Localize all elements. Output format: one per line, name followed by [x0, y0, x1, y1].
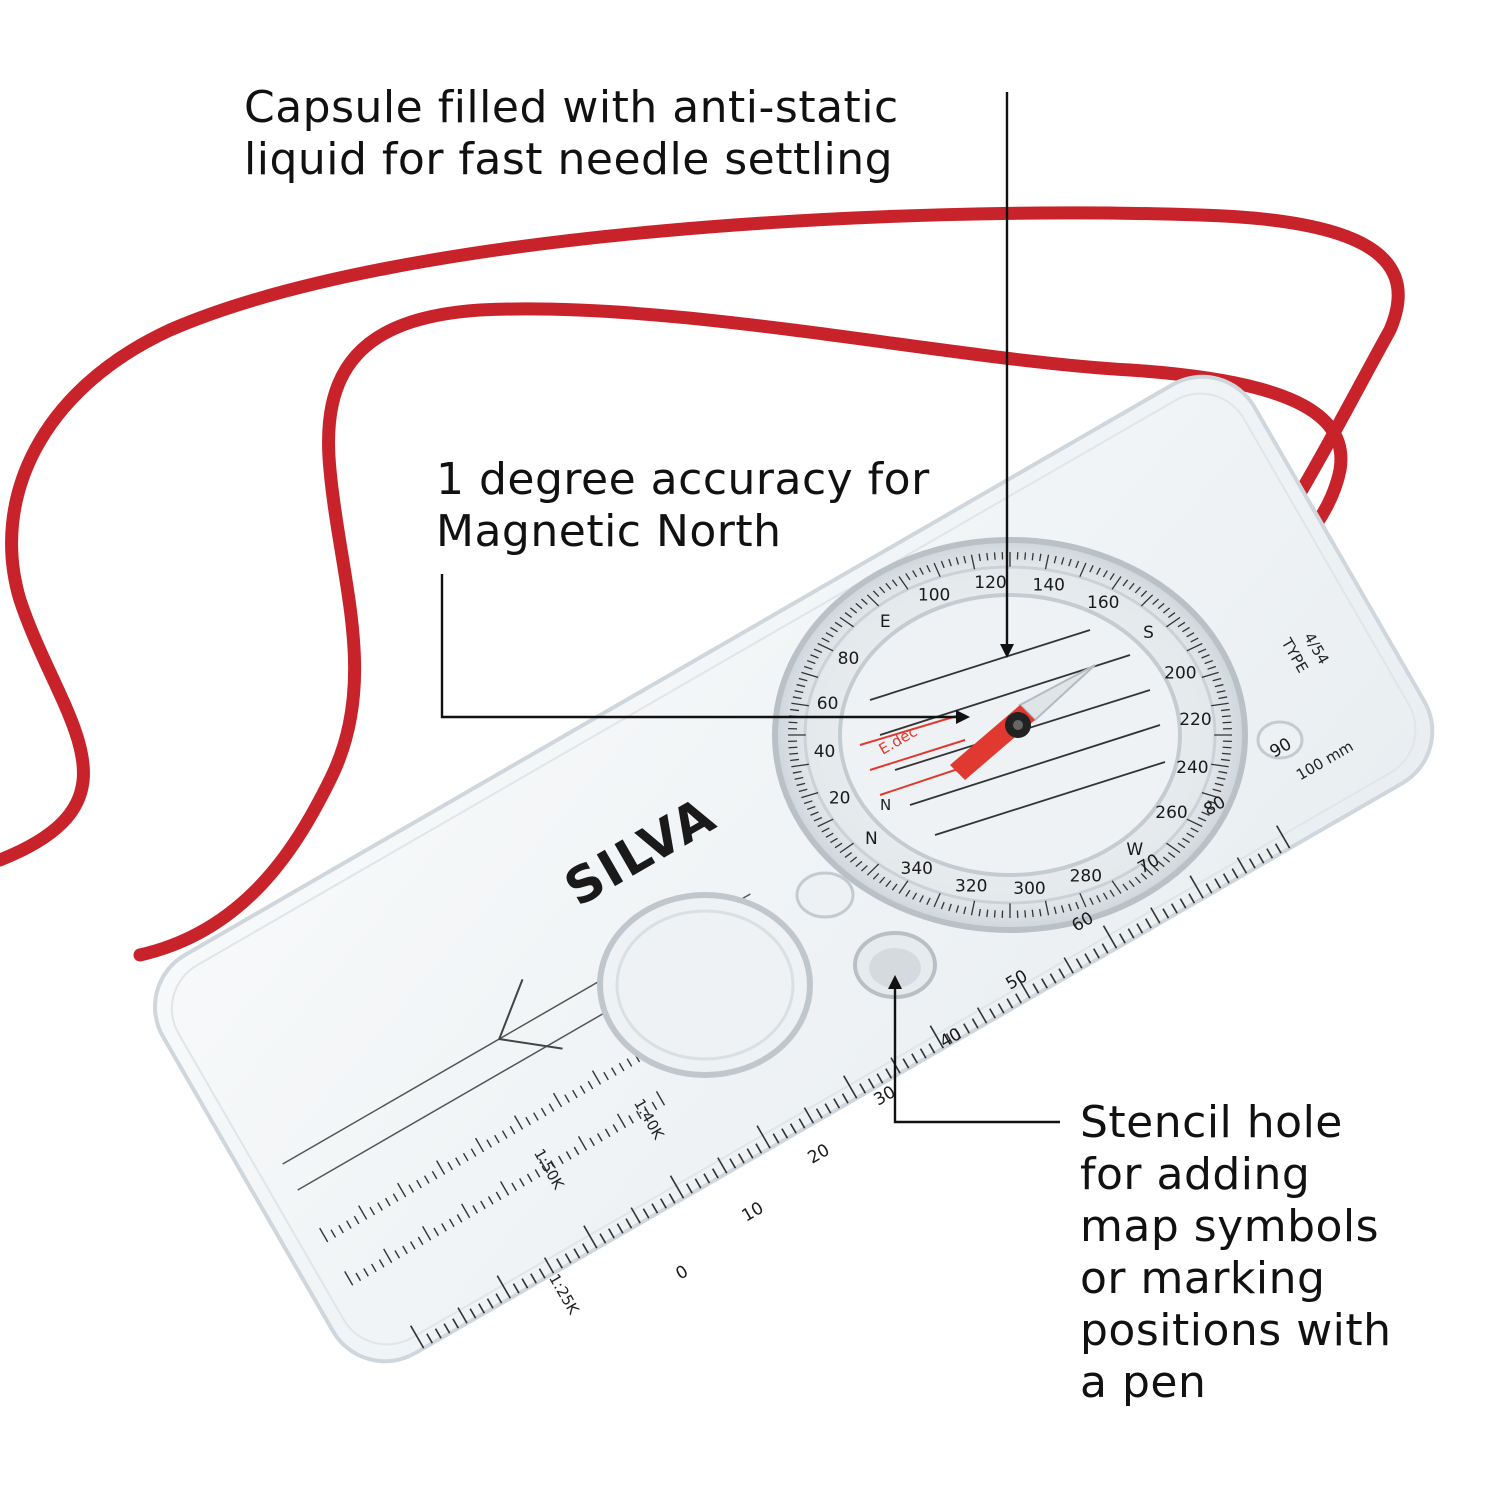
magnifier-icon [597, 892, 813, 1078]
bezel-number: 140 [1033, 576, 1065, 596]
callout-stencil-hole: Stencil hole for adding map symbols or m… [1080, 1097, 1392, 1409]
callout-line: liquid for fast needle settling [244, 134, 894, 185]
bezel-number: 240 [1176, 758, 1208, 778]
bezel-number: E [880, 612, 891, 632]
bezel-number: N [865, 829, 878, 849]
bezel-number: 320 [955, 876, 987, 896]
ruler-number: 20 [805, 1140, 834, 1168]
bezel-number: 160 [1087, 593, 1119, 613]
callout-line: 1 degree accuracy for [436, 454, 930, 505]
stencil-hole-icon [853, 931, 937, 999]
bezel-number: 280 [1070, 866, 1102, 886]
bezel-number: 120 [974, 573, 1006, 593]
leader-lines [440, 92, 1060, 1124]
bezel-number: 40 [814, 742, 836, 762]
callout-line: positions with [1080, 1305, 1392, 1356]
bezel-number: 300 [1013, 879, 1045, 899]
callout-accuracy: 1 degree accuracy for Magnetic North [436, 454, 930, 558]
callout-line: Stencil hole [1080, 1097, 1343, 1148]
bezel-number: 200 [1164, 663, 1196, 683]
callout-line: map symbols [1080, 1201, 1380, 1252]
bezel-number: 260 [1155, 803, 1187, 823]
callout-line: Magnetic North [436, 506, 782, 557]
ruler-number: 0 [673, 1262, 692, 1285]
callout-line: for adding [1080, 1149, 1311, 1200]
callout-line: Capsule filled with anti-static [244, 82, 899, 133]
callout-line: or marking [1080, 1253, 1326, 1304]
bezel-number: S [1143, 623, 1154, 643]
scale-label-1: 1:25K [545, 1271, 583, 1319]
bezel-number: 80 [838, 649, 860, 669]
bezel-number: 20 [829, 789, 851, 809]
bezel-number: 100 [918, 586, 950, 606]
callout-capsule: Capsule filled with anti-static liquid f… [244, 82, 899, 186]
ruler-number: 10 [739, 1198, 768, 1226]
bezel-number: W [1126, 840, 1143, 860]
callout-line: a pen [1080, 1357, 1207, 1408]
bezel-number: 60 [817, 694, 839, 714]
needle-north-label: N [880, 796, 891, 814]
bezel-number: 340 [901, 859, 933, 879]
needle-icon [950, 664, 1096, 780]
bezel-number: 220 [1179, 710, 1211, 730]
